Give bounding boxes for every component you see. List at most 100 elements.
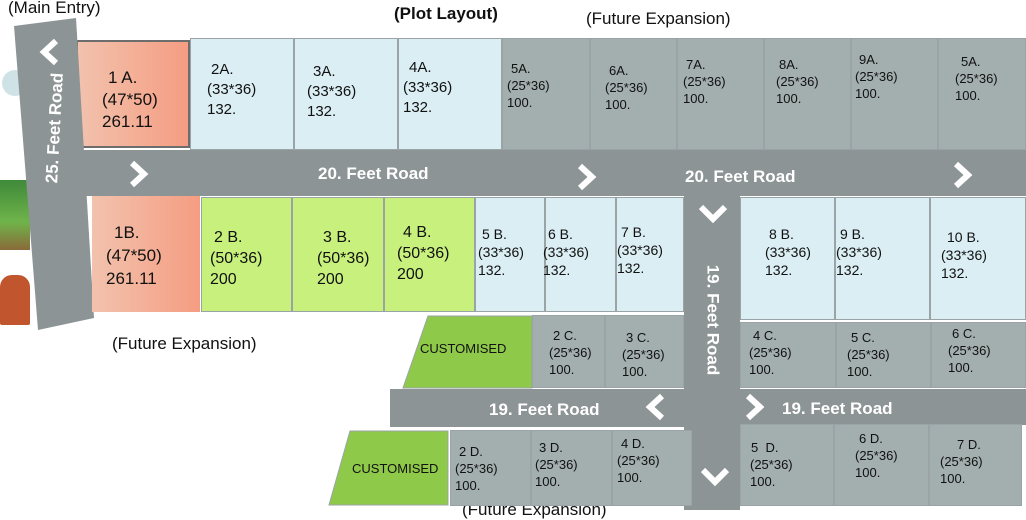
plot-area: 100. [847, 364, 873, 379]
plot-area: 132. [765, 262, 793, 278]
plot-size: (25*36) [855, 448, 898, 463]
plot-8a: 8A. (25*36) 100. [764, 38, 851, 150]
plot-3b: 3 B. (50*36) 200 [292, 197, 384, 312]
temple-icon [0, 275, 30, 325]
plot-name: 2 B. [214, 229, 243, 246]
plot-name: 6 B. [548, 226, 573, 242]
plot-size: (25*36) [455, 461, 498, 476]
chevron-down-icon [700, 467, 730, 487]
plot-3c: 3 C. (25*36) 100. [605, 315, 684, 388]
plot-area: 100. [683, 91, 709, 106]
plot-name: 7 B. [621, 224, 646, 240]
plot-name: 5A. [961, 54, 981, 69]
plot-4a: 4A. (33*36) 132. [398, 38, 502, 150]
plot-area: 100. [549, 362, 575, 377]
plot-name: 3 B. [323, 229, 352, 246]
plot-2b: 2 B. (50*36) 200 [201, 197, 292, 312]
plot-name: 2A. [211, 61, 234, 78]
plot-size: (25*36) [955, 71, 998, 86]
plot-area: 132. [478, 262, 506, 278]
plot-area: 200 [317, 271, 344, 288]
plot-name: 7A. [686, 57, 706, 72]
plot-area: 100. [535, 474, 561, 489]
plot-name: 8A. [779, 57, 799, 72]
plot-name: 1 A. [108, 68, 138, 87]
plot-size: (33*36) [836, 244, 882, 260]
plot-name: 5 B. [482, 226, 507, 242]
plot-area: 100. [605, 97, 631, 112]
plot-size: (33*36) [941, 247, 987, 263]
future-expansion-left-label: (Future Expansion) [112, 334, 257, 353]
plot-size: (33*36) [403, 79, 453, 96]
plot-size: (33*36) [207, 81, 257, 98]
plot-name: 2 C. [553, 328, 577, 343]
plot-area: 132. [836, 262, 864, 278]
plot-name: 4 D. [621, 436, 645, 451]
plot-size: (25*36) [750, 457, 793, 472]
plot-7a: 7A. (25*36) 100. [677, 38, 764, 150]
plot-6a: 6A. (25*36) 100. [590, 38, 677, 150]
plot-size: (33*36) [307, 83, 357, 100]
customised-plot-1 [402, 315, 533, 389]
plot-9a: 9A. (25*36) 100. [851, 38, 938, 150]
plot-7d: 7 D. (25*36) 100. [929, 424, 1022, 506]
plot-1b: 1B. (47*50) 261.11 [92, 196, 200, 312]
plot-8b: 8 B. (33*36) 132. [740, 197, 835, 320]
plot-2a: 2A. (33*36) 132. [190, 38, 294, 150]
plot-name: 7 D. [957, 437, 981, 452]
plot-area: 200 [210, 271, 237, 288]
plot-area: 100. [855, 465, 881, 480]
plot-name: 6A. [609, 63, 629, 78]
road-19ft-label-left: 19. Feet Road [489, 400, 600, 419]
plot-area: 100. [955, 88, 981, 103]
plot-area: 132. [307, 103, 337, 120]
chevron-down-icon [698, 204, 728, 224]
plot-name: 3 D. [539, 440, 563, 455]
plot-area: 100. [750, 474, 776, 489]
plot-2d: 2 D. (25*36) 100. [450, 430, 531, 506]
plot-2c: 2 C. (25*36) 100. [532, 315, 605, 388]
plot-area: 100. [749, 362, 775, 377]
plot-name: 6 C. [952, 326, 976, 341]
plot-7b: 7 B. (33*36) 132. [616, 197, 684, 312]
plot-area: 100. [617, 470, 643, 485]
plot-size: (25*36) [776, 74, 819, 89]
plot-area: 261.11 [102, 112, 153, 131]
plot-4b: 4 B. (50*36) 200 [384, 197, 475, 312]
plot-area: 132. [617, 260, 645, 276]
plot-4d: 4 D. (25*36) 100. [612, 430, 692, 506]
chevron-left-icon [39, 38, 59, 66]
road-20ft-horizontal [80, 150, 1026, 196]
plot-size: (25*36) [507, 78, 550, 93]
plot-name: 3 C. [626, 330, 650, 345]
main-entry-label: (Main Entry) [8, 0, 101, 17]
plot-size: (25*36) [948, 343, 991, 358]
plot-size: (33*36) [765, 244, 811, 260]
plot-area: 132. [207, 101, 237, 118]
plot-size: (25*36) [749, 345, 792, 360]
road-20ft-label-2: 20. Feet Road [685, 167, 796, 186]
plot-name: 1B. [114, 223, 140, 242]
plot-name: 4 C. [753, 328, 777, 343]
customised-label-2: CUSTOMISED [352, 461, 439, 476]
plot-5b: 5 B. (33*36) 132. [475, 197, 545, 312]
plot-name: 5 D. [751, 440, 779, 455]
plot-1a: 1 A. (47*50) 261.11 [76, 40, 190, 148]
customised-label-1: CUSTOMISED [420, 341, 507, 356]
plot-size: (25*36) [605, 80, 648, 95]
road-19ft-label-right: 19. Feet Road [782, 399, 893, 418]
plot-size: (47*50) [102, 90, 158, 109]
road-19ft-vertical-label: 19. Feet Road [703, 264, 723, 376]
plot-6d: 6 D. (25*36) 100. [834, 424, 929, 506]
plot-area: 100. [940, 471, 966, 486]
plot-name: 6 D. [859, 431, 883, 446]
plot-4c: 4 C. (25*36) 100. [740, 322, 836, 388]
plot-area: 100. [507, 95, 533, 110]
plot-area: 100. [455, 478, 481, 493]
plot-name: 9 B. [840, 226, 865, 242]
plot-size: (25*36) [940, 454, 983, 469]
plot-size: (47*50) [106, 246, 162, 265]
chevron-right-icon [745, 393, 765, 421]
plot-size: (33*36) [478, 244, 524, 260]
plot-size: (25*36) [617, 453, 660, 468]
